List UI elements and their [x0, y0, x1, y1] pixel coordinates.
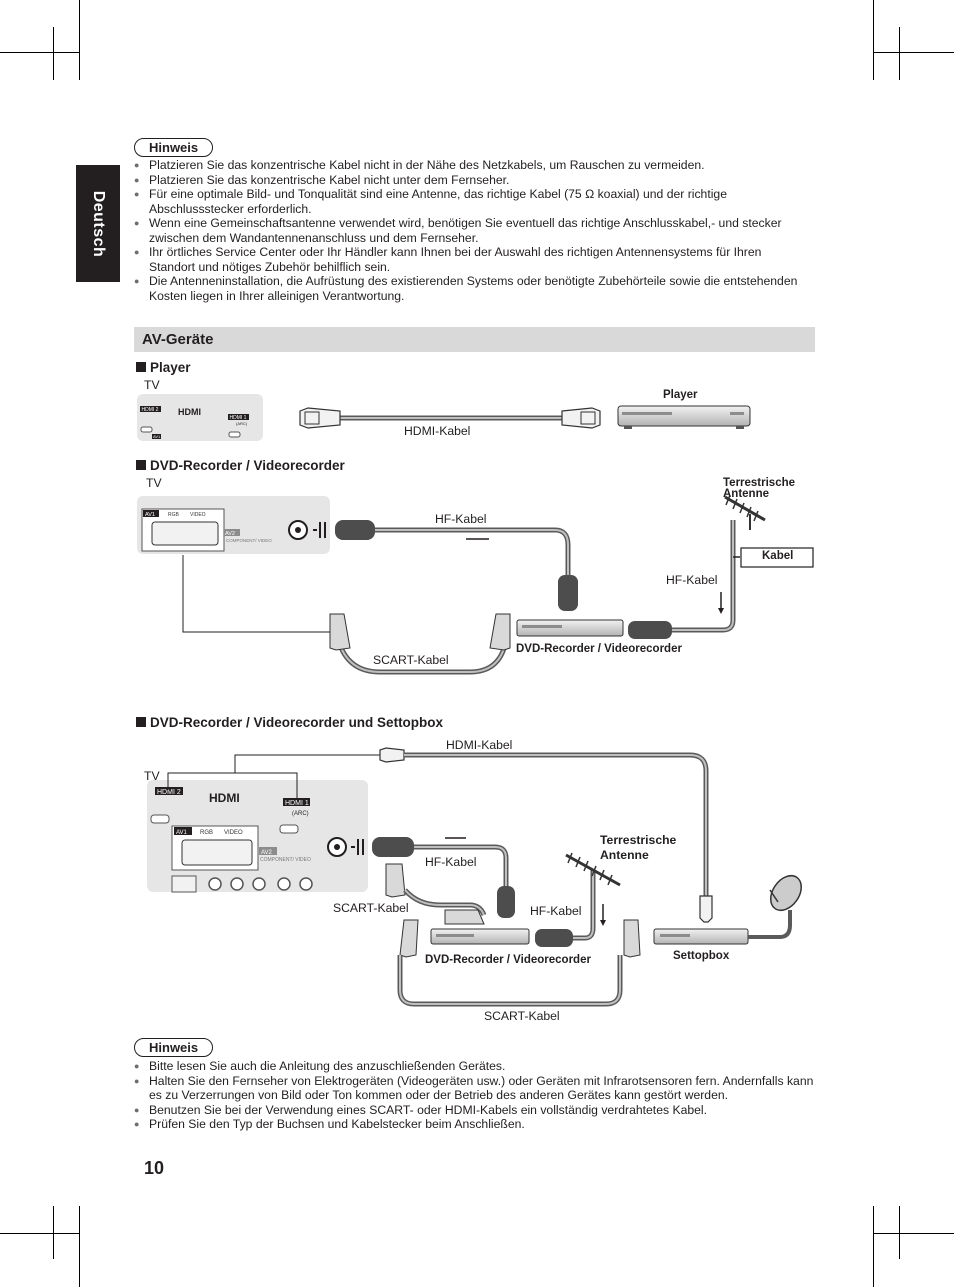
recorder-heading: DVD-Recorder / Videorecorder	[136, 458, 345, 473]
hinweis-bottom-title: Hinweis	[134, 1038, 214, 1057]
rf-cable-tv-recorder	[351, 837, 515, 918]
port-av1-label: AV1	[176, 830, 188, 836]
hinweis-top-list: Platzieren Sie das konzentrische Kabel n…	[134, 158, 804, 303]
crop-mark	[899, 27, 900, 80]
hdmi-logo: HDMI	[209, 791, 240, 805]
player-heading: Player	[136, 360, 191, 375]
recorder-device-label: DVD-Recorder / Videorecorder	[425, 954, 591, 966]
tv-panel-player: HDMI 2 HDMI HDMI 1 (ARC) AV1	[137, 394, 263, 441]
settopbox-label: Settopbox	[673, 950, 730, 962]
rf-cable-antenna-2	[535, 870, 606, 947]
rf-cable-recorder	[313, 520, 578, 611]
port-hdmi1-label: HDMI 1	[230, 415, 247, 421]
crop-mark	[53, 27, 54, 80]
tv-label: TV	[144, 378, 160, 392]
port-video-label: VIDEO	[190, 512, 206, 518]
recorder-device-label: DVD-Recorder / Videorecorder	[516, 643, 682, 655]
note-item: Die Antenneninstallation, die Aufrüstung…	[134, 274, 804, 303]
crop-mark	[79, 1206, 80, 1287]
crop-mark	[0, 52, 53, 53]
port-hdmi2-label: HDMI 2	[142, 407, 159, 413]
port-rgb-label: RGB	[200, 830, 213, 836]
hf-cable-label: HF-Kabel	[435, 512, 487, 526]
crop-mark	[53, 1206, 54, 1259]
note-item: Platzieren Sie das konzentrische Kabel n…	[134, 173, 804, 188]
port-arc-label: (ARC)	[292, 811, 309, 817]
note-item: Halten Sie den Fernseher von Elektrogerä…	[134, 1074, 814, 1103]
tv-panel-settopbox: HDMI 2 HDMI HDMI 1 (ARC) AV1 RGB VIDEO A…	[147, 780, 368, 893]
crop-mark	[27, 52, 80, 53]
port-component-label: COMPONENT/ VIDEO	[260, 857, 311, 863]
tv-label: TV	[146, 476, 162, 490]
scart-cable-tv-recorder	[385, 863, 487, 925]
recorder-device	[516, 619, 624, 637]
tv-panel-recorder: AV1 RGB VIDEO AV2 COMPONENT/ VIDEO	[137, 496, 330, 554]
crop-mark	[873, 0, 874, 80]
hdmi-cable-label: HDMI-Kabel	[404, 424, 471, 438]
hinweis-bottom-list: Bitte lesen Sie auch die Anleitung des a…	[134, 1059, 814, 1132]
tv-label: TV	[144, 769, 160, 783]
hdmi-cable-settopbox	[167, 747, 713, 923]
rf-cable-antenna	[628, 520, 736, 639]
hdmi-cable-player	[299, 407, 601, 429]
kabel-label: Kabel	[762, 550, 794, 562]
crop-mark	[873, 52, 926, 53]
note-item: Ihr örtliches Service Center oder Ihr Hä…	[134, 245, 804, 274]
port-component-label: COMPONENT/ VIDEO	[226, 538, 272, 543]
hdmi-cable-label: HDMI-Kabel	[446, 738, 513, 752]
player-device-label: Player	[663, 389, 698, 401]
port-video-label: VIDEO	[224, 830, 243, 836]
hf-cable-label: HF-Kabel	[530, 904, 582, 918]
crop-mark	[899, 1206, 900, 1259]
settopbox-device	[653, 928, 749, 945]
section-header: AV-Geräte	[134, 327, 815, 352]
hf-cable-label: HF-Kabel	[425, 855, 477, 869]
crop-mark	[900, 1233, 954, 1234]
crop-mark	[79, 0, 80, 80]
antenna-icon-2	[565, 852, 621, 887]
crop-mark	[873, 1206, 874, 1287]
port-av2-label: AV2	[225, 531, 235, 537]
hf-cable-label: HF-Kabel	[666, 573, 718, 587]
port-hdmi2-label: HDMI 2	[157, 789, 181, 796]
hdmi-logo: HDMI	[178, 407, 201, 417]
page-number: 10	[144, 1158, 165, 1178]
antenna-icon	[724, 494, 766, 530]
language-tab: Deutsch	[76, 165, 120, 282]
port-av1-label: AV1	[145, 512, 155, 518]
note-item: Wenn eine Gemeinschaftsantenne verwendet…	[134, 216, 804, 245]
scart-cable-label: SCART-Kabel	[373, 653, 449, 667]
port-av1-label: AV1	[153, 434, 161, 439]
recorder-device-2	[430, 928, 530, 945]
port-hdmi1-label: HDMI 1	[285, 800, 309, 807]
port-arc-label: (ARC)	[236, 421, 248, 426]
crop-mark	[0, 1233, 53, 1234]
antenna-label: Terrestrische Antenne	[723, 477, 796, 500]
port-rgb-label: RGB	[168, 512, 180, 518]
note-item: Benutzen Sie bei der Verwendung eines SC…	[134, 1103, 814, 1118]
player-device	[617, 405, 751, 429]
note-item: Für eine optimale Bild- und Tonqualität …	[134, 187, 804, 216]
crop-mark	[900, 52, 954, 53]
scart-cable-label: SCART-Kabel	[484, 1009, 560, 1023]
port-av2-label: AV2	[261, 850, 273, 856]
crop-mark	[27, 1233, 80, 1234]
note-item: Bitte lesen Sie auch die Anleitung des a…	[134, 1059, 814, 1074]
kabel-box	[740, 547, 814, 568]
antenna-label: Terrestrische Antenne	[600, 833, 677, 862]
scart-cable-recorder-settopbox	[397, 919, 641, 1007]
note-item: Platzieren Sie das konzentrische Kabel n…	[134, 158, 804, 173]
satellite-dish-icon	[748, 874, 802, 939]
settopbox-heading: DVD-Recorder / Videorecorder und Settopb…	[136, 715, 443, 730]
scart-cable-recorder	[182, 555, 511, 675]
hinweis-top-title: Hinweis	[134, 138, 214, 157]
scart-cable-label: SCART-Kabel	[333, 901, 409, 915]
section-title: AV-Geräte	[142, 331, 214, 348]
crop-mark	[873, 1233, 926, 1234]
note-item: Prüfen Sie den Typ der Buchsen und Kabel…	[134, 1117, 814, 1132]
